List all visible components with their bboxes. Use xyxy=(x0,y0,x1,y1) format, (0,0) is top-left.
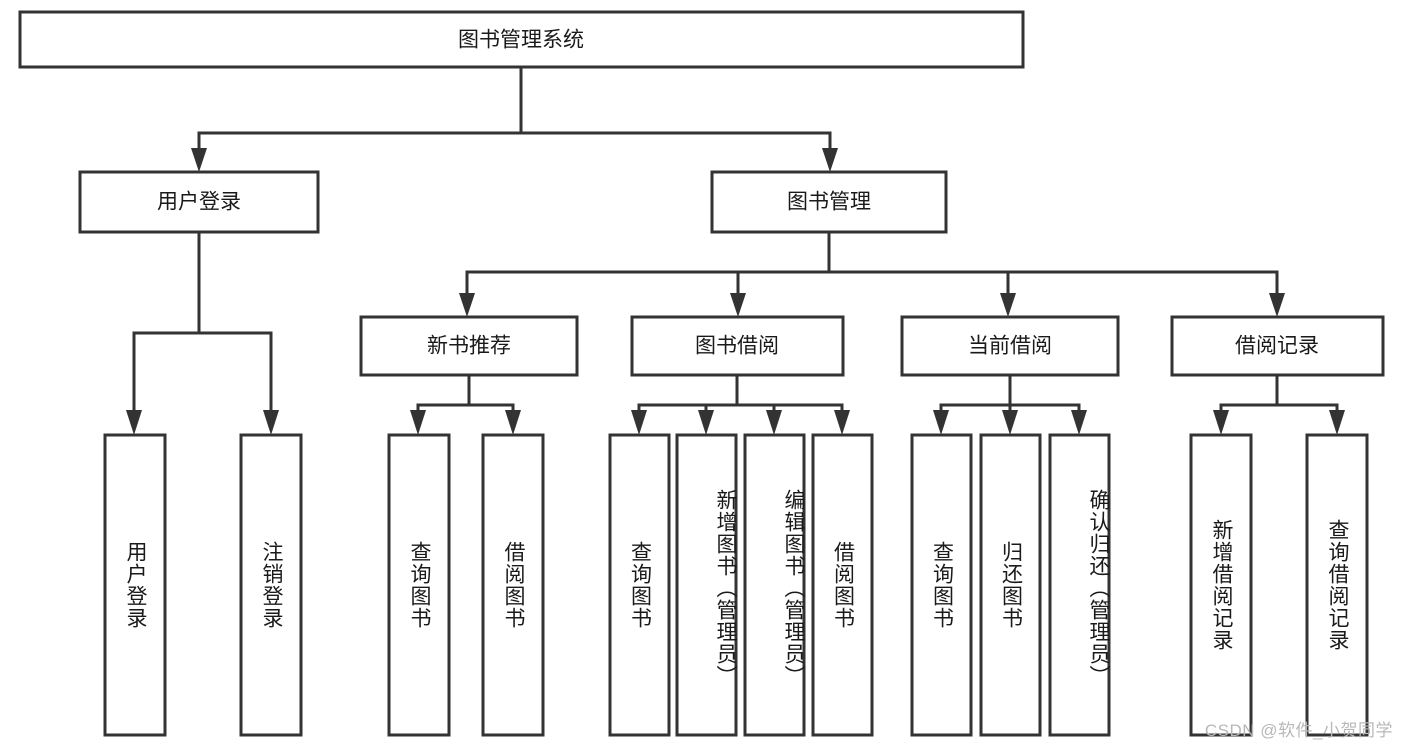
node-book-manage[interactable]: 图书管理 xyxy=(710,170,948,234)
current-borrow-label: 当前借阅 xyxy=(968,335,1052,358)
leaf-user-login-label: 用户登录 xyxy=(124,541,148,629)
arrow-head-leaf-borrow-book-1 xyxy=(505,410,521,435)
new-book-recommend-box xyxy=(359,315,579,377)
arrow-head-current-borrow xyxy=(1000,293,1016,317)
leaf-user-login-box xyxy=(103,433,167,737)
arrow-head-leaf-user-login xyxy=(126,410,142,435)
leaf-confirm-return[interactable]: 确认归还（管理员） xyxy=(1048,433,1111,737)
arrow-head-book-borrow xyxy=(730,293,746,317)
leaf-query-book-1-label: 查询图书 xyxy=(408,541,432,629)
leaf-query-book-2-box xyxy=(608,433,671,737)
leaf-edit-book-label: 编辑图书（管理员） xyxy=(782,489,805,687)
root-label: 图书管理系统 xyxy=(458,29,584,52)
leaf-add-book-label: 新增图书（管理员） xyxy=(714,489,737,687)
node-user-login[interactable]: 用户登录 xyxy=(78,170,320,234)
leaf-return-book-label: 归还图书 xyxy=(999,541,1023,629)
new-book-recommend-label: 新书推荐 xyxy=(427,335,511,358)
node-borrow-record[interactable]: 借阅记录 xyxy=(1170,315,1385,377)
leaf-query-record[interactable]: 查询借阅记录 xyxy=(1305,433,1369,737)
arrow-head-leaf-borrow-book-2 xyxy=(834,410,850,435)
arrow-head-book-manage xyxy=(822,148,838,172)
current-borrow-box xyxy=(900,315,1120,377)
arrow-head-leaf-query-record xyxy=(1329,410,1345,435)
connector-new-book-recommend-to-leaves xyxy=(410,373,521,435)
leaf-return-book[interactable]: 归还图书 xyxy=(979,433,1042,737)
leaf-query-book-2-label: 查询图书 xyxy=(628,541,652,629)
book-borrow-label: 图书借阅 xyxy=(695,335,779,358)
borrow-record-label: 借阅记录 xyxy=(1235,335,1319,358)
leaf-query-record-box xyxy=(1305,433,1369,737)
root-box xyxy=(18,10,1025,69)
leaf-query-book-1[interactable]: 查询图书 xyxy=(387,433,451,737)
leaf-borrow-book-1[interactable]: 借阅图书 xyxy=(481,433,545,737)
arrow-head-leaf-query-book-3 xyxy=(933,410,949,435)
node-new-book-recommend[interactable]: 新书推荐 xyxy=(359,315,579,377)
leaf-borrow-book-2-label: 借阅图书 xyxy=(831,541,855,629)
leaf-edit-book[interactable]: 编辑图书（管理员） xyxy=(743,433,806,737)
leaf-edit-book-box xyxy=(743,433,806,737)
connector-book-manage-to-level3 xyxy=(459,230,1285,317)
arrow-head-borrow-record xyxy=(1269,293,1285,317)
arrow-head-leaf-confirm-return xyxy=(1071,410,1087,435)
book-borrow-box xyxy=(630,315,845,377)
leaf-confirm-return-label: 确认归还（管理员） xyxy=(1087,489,1110,687)
connector-root-to-level2 xyxy=(191,65,838,172)
arrow-head-new-book-recommend xyxy=(459,293,475,317)
leaf-query-book-3-label: 查询图书 xyxy=(930,541,954,629)
leaf-borrow-book-1-box xyxy=(481,433,545,737)
arrow-head-leaf-return-book xyxy=(1002,410,1018,435)
arrow-head-user-login xyxy=(191,148,207,172)
leaf-add-record-box xyxy=(1189,433,1253,737)
leaf-user-logout-label: 注销登录 xyxy=(260,541,284,629)
leaf-user-logout[interactable]: 注销登录 xyxy=(239,433,303,737)
arrow-head-leaf-user-logout xyxy=(263,410,279,435)
book-manage-label: 图书管理 xyxy=(787,191,871,214)
leaf-borrow-book-1-label: 借阅图书 xyxy=(502,541,526,629)
leaf-add-book-box xyxy=(675,433,738,737)
leaf-add-book[interactable]: 新增图书（管理员） xyxy=(675,433,738,737)
leaf-return-book-box xyxy=(979,433,1042,737)
arrow-head-leaf-add-record xyxy=(1213,410,1229,435)
arrow-head-leaf-query-book-2 xyxy=(631,410,647,435)
leaf-add-record-label: 新增借阅记录 xyxy=(1210,519,1234,651)
leaf-query-book-2[interactable]: 查询图书 xyxy=(608,433,671,737)
connector-book-borrow-to-leaves xyxy=(631,373,850,435)
leaf-query-book-3[interactable]: 查询图书 xyxy=(910,433,973,737)
leaf-query-book-3-box xyxy=(910,433,973,737)
leaf-query-book-1-box xyxy=(387,433,451,737)
book-manage-box xyxy=(710,170,948,234)
arrow-head-leaf-add-book xyxy=(698,410,714,435)
leaf-user-login[interactable]: 用户登录 xyxy=(103,433,167,737)
leaf-confirm-return-box xyxy=(1048,433,1111,737)
borrow-record-box xyxy=(1170,315,1385,377)
connector-current-borrow-to-leaves xyxy=(933,373,1087,435)
arrow-head-leaf-query-book-1 xyxy=(410,410,426,435)
node-book-borrow[interactable]: 图书借阅 xyxy=(630,315,845,377)
connector-borrow-record-to-leaves xyxy=(1213,373,1345,435)
arrow-head-leaf-edit-book xyxy=(766,410,782,435)
watermark-text: CSDN @软件_小贺同学 xyxy=(1204,721,1393,740)
leaf-add-record[interactable]: 新增借阅记录 xyxy=(1189,433,1253,737)
node-current-borrow[interactable]: 当前借阅 xyxy=(900,315,1120,377)
user-login-label: 用户登录 xyxy=(157,191,241,214)
leaf-query-record-label: 查询借阅记录 xyxy=(1326,519,1350,651)
node-root[interactable]: 图书管理系统 xyxy=(18,10,1025,69)
leaf-borrow-book-2[interactable]: 借阅图书 xyxy=(811,433,874,737)
leaf-user-logout-box xyxy=(239,433,303,737)
connector-user-login-to-leaves xyxy=(126,230,279,435)
leaf-borrow-book-2-box xyxy=(811,433,874,737)
